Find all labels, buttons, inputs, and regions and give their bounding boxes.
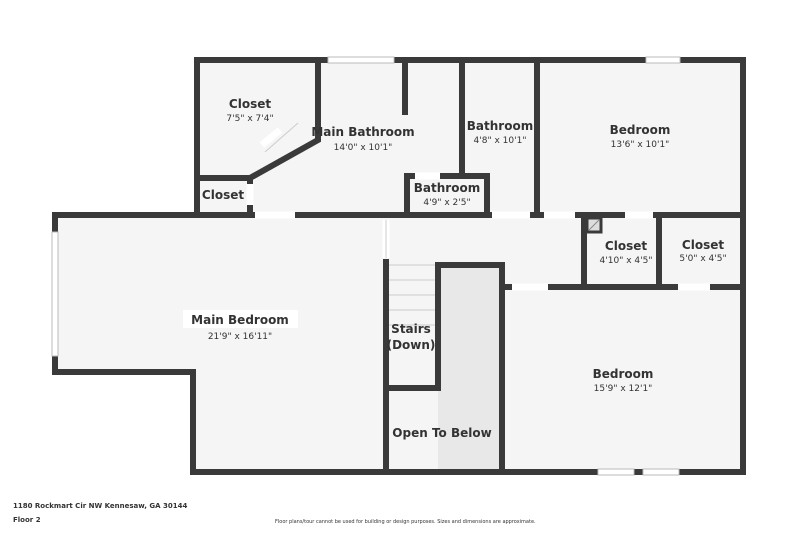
room-label: Bedroom bbox=[610, 123, 671, 137]
room-dim: 5'0" x 4'5" bbox=[679, 254, 726, 264]
room-label: Stairs bbox=[391, 322, 431, 336]
room-dim: 15'9" x 12'1" bbox=[594, 384, 653, 394]
windows bbox=[51, 56, 681, 476]
floor-area bbox=[55, 60, 743, 472]
room-label: (Down) bbox=[387, 338, 436, 352]
room-dim: 4'8" x 10'1" bbox=[474, 136, 527, 146]
address: 1180 Rockmart Cir NW Kennesaw, GA 30144 bbox=[13, 502, 188, 510]
room-label: Main Bedroom bbox=[191, 313, 289, 327]
room-label: Open To Below bbox=[392, 426, 491, 440]
room-dim: 21'9" x 16'11" bbox=[208, 332, 272, 342]
floor-label: Floor 2 bbox=[13, 516, 41, 524]
room-label: Closet bbox=[229, 97, 271, 111]
room-dim: 14'0" x 10'1" bbox=[334, 143, 393, 153]
disclaimer: Floor plans/tour cannot be used for buil… bbox=[275, 519, 536, 525]
room-dim: 4'10" x 4'5" bbox=[600, 256, 653, 266]
room-label: Main Bathroom bbox=[311, 125, 414, 139]
room-label: Bathroom bbox=[467, 119, 533, 133]
room-label: Closet bbox=[605, 239, 647, 253]
room-label: Bedroom bbox=[593, 367, 654, 381]
room-dim: 7'5" x 7'4" bbox=[226, 114, 273, 124]
room-dim: 4'9" x 2'5" bbox=[423, 198, 470, 208]
room-label: Bathroom bbox=[414, 181, 480, 195]
room-label: Closet bbox=[202, 188, 244, 202]
room-label: Closet bbox=[682, 238, 724, 252]
open-to-below-area bbox=[438, 265, 502, 472]
room-dim: 13'6" x 10'1" bbox=[611, 140, 670, 150]
stair-treads bbox=[389, 264, 435, 326]
